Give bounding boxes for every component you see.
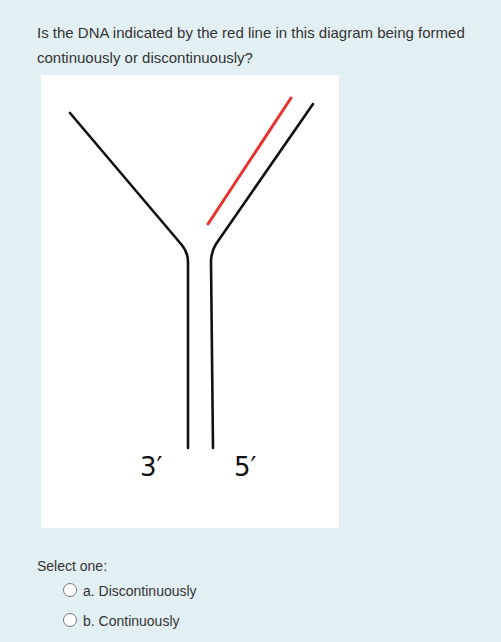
radio-button [64,614,77,627]
strand-end-label: 5′ [234,452,256,482]
new-strand [208,98,291,224]
template-strand-left [70,113,188,448]
template-strand-right [211,104,313,448]
answer-option: b. Continuously [83,611,180,631]
question-text: Is the DNA indicated by the red line in … [37,20,482,70]
image-panel [41,75,339,528]
answer-option: a. Discontinuously [83,581,197,601]
radio-button [64,584,77,597]
prompt-text: Select one: [37,556,107,576]
strand-end-label: 3′ [140,452,162,482]
